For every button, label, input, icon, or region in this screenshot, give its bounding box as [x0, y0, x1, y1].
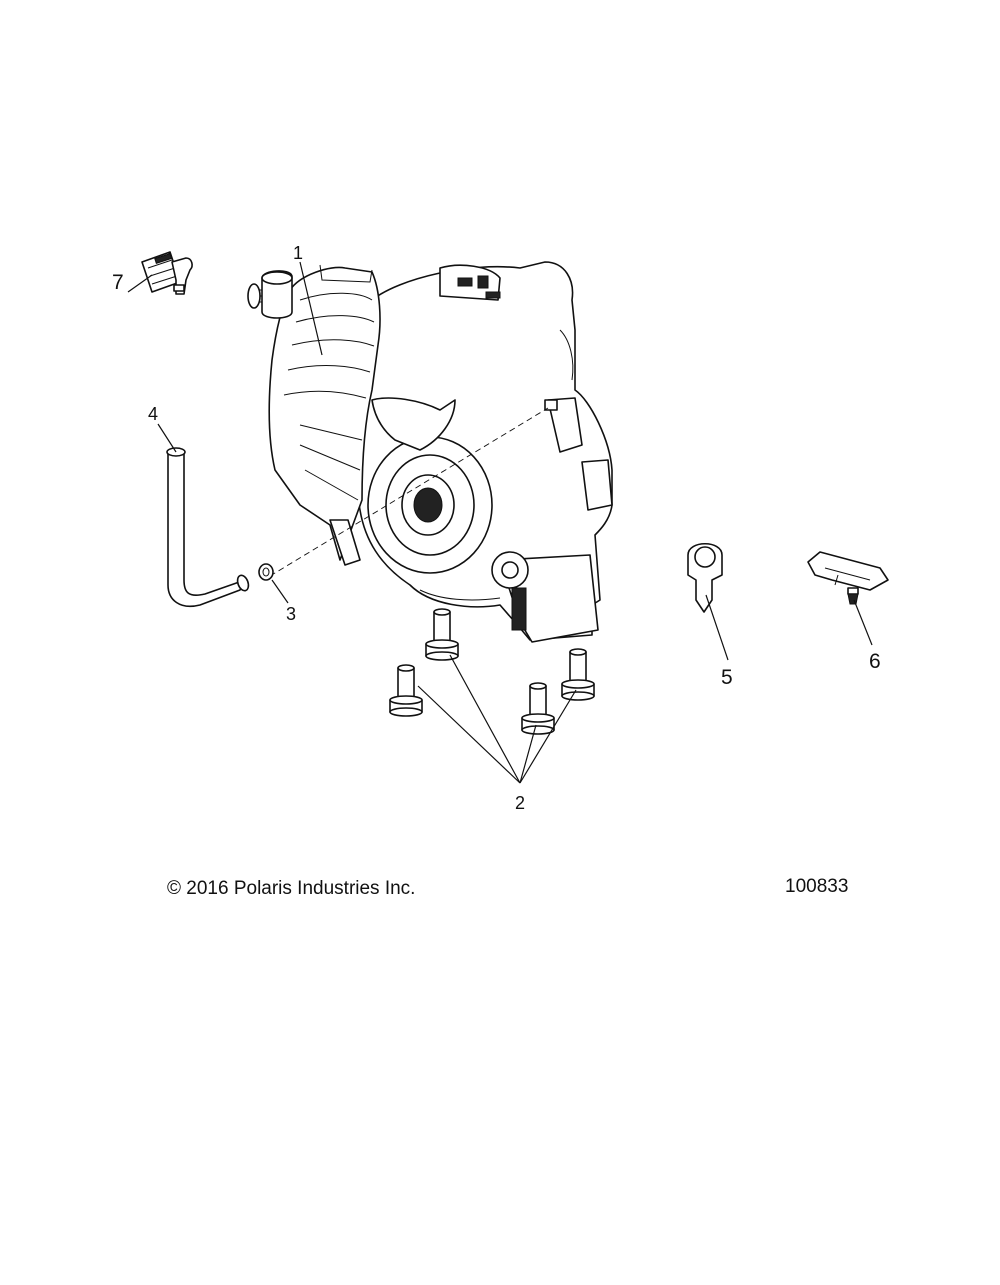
leader-3 — [271, 579, 289, 604]
leader-1 — [299, 261, 323, 356]
hose-clamp — [258, 563, 274, 581]
bolt-1 — [389, 664, 423, 717]
leader-2c — [519, 724, 537, 784]
callout-4: 4 — [148, 404, 158, 424]
alignment-line — [269, 407, 549, 577]
bolt-4 — [561, 648, 595, 701]
leader-2d — [519, 689, 577, 784]
leader-4 — [157, 423, 177, 453]
callout-1: 1 — [293, 243, 303, 263]
copyright-notice: © 2016 Polaris Industries Inc. — [167, 878, 416, 899]
leader-5 — [705, 594, 729, 661]
bolts — [389, 608, 595, 735]
bolt-2 — [425, 608, 459, 661]
leader-7 — [127, 274, 153, 293]
gearcase-housing — [247, 261, 613, 643]
callout-3: 3 — [286, 604, 296, 624]
leader-2a — [417, 685, 521, 784]
bolt-3 — [521, 682, 555, 735]
callout-6: 6 — [869, 650, 881, 673]
vent-fitting — [141, 251, 193, 295]
leader-lines — [127, 261, 873, 784]
callout-7: 7 — [112, 271, 124, 294]
figure-number: 100833 — [785, 876, 849, 897]
connector-clip — [807, 551, 889, 605]
leader-6 — [853, 599, 873, 646]
callout-labels: 1 2 3 4 5 6 7 — [112, 243, 881, 813]
sensor — [687, 542, 723, 613]
vent-hose — [166, 447, 250, 607]
leader-2b — [449, 654, 521, 784]
callout-5: 5 — [721, 666, 733, 689]
callout-2: 2 — [515, 793, 525, 813]
